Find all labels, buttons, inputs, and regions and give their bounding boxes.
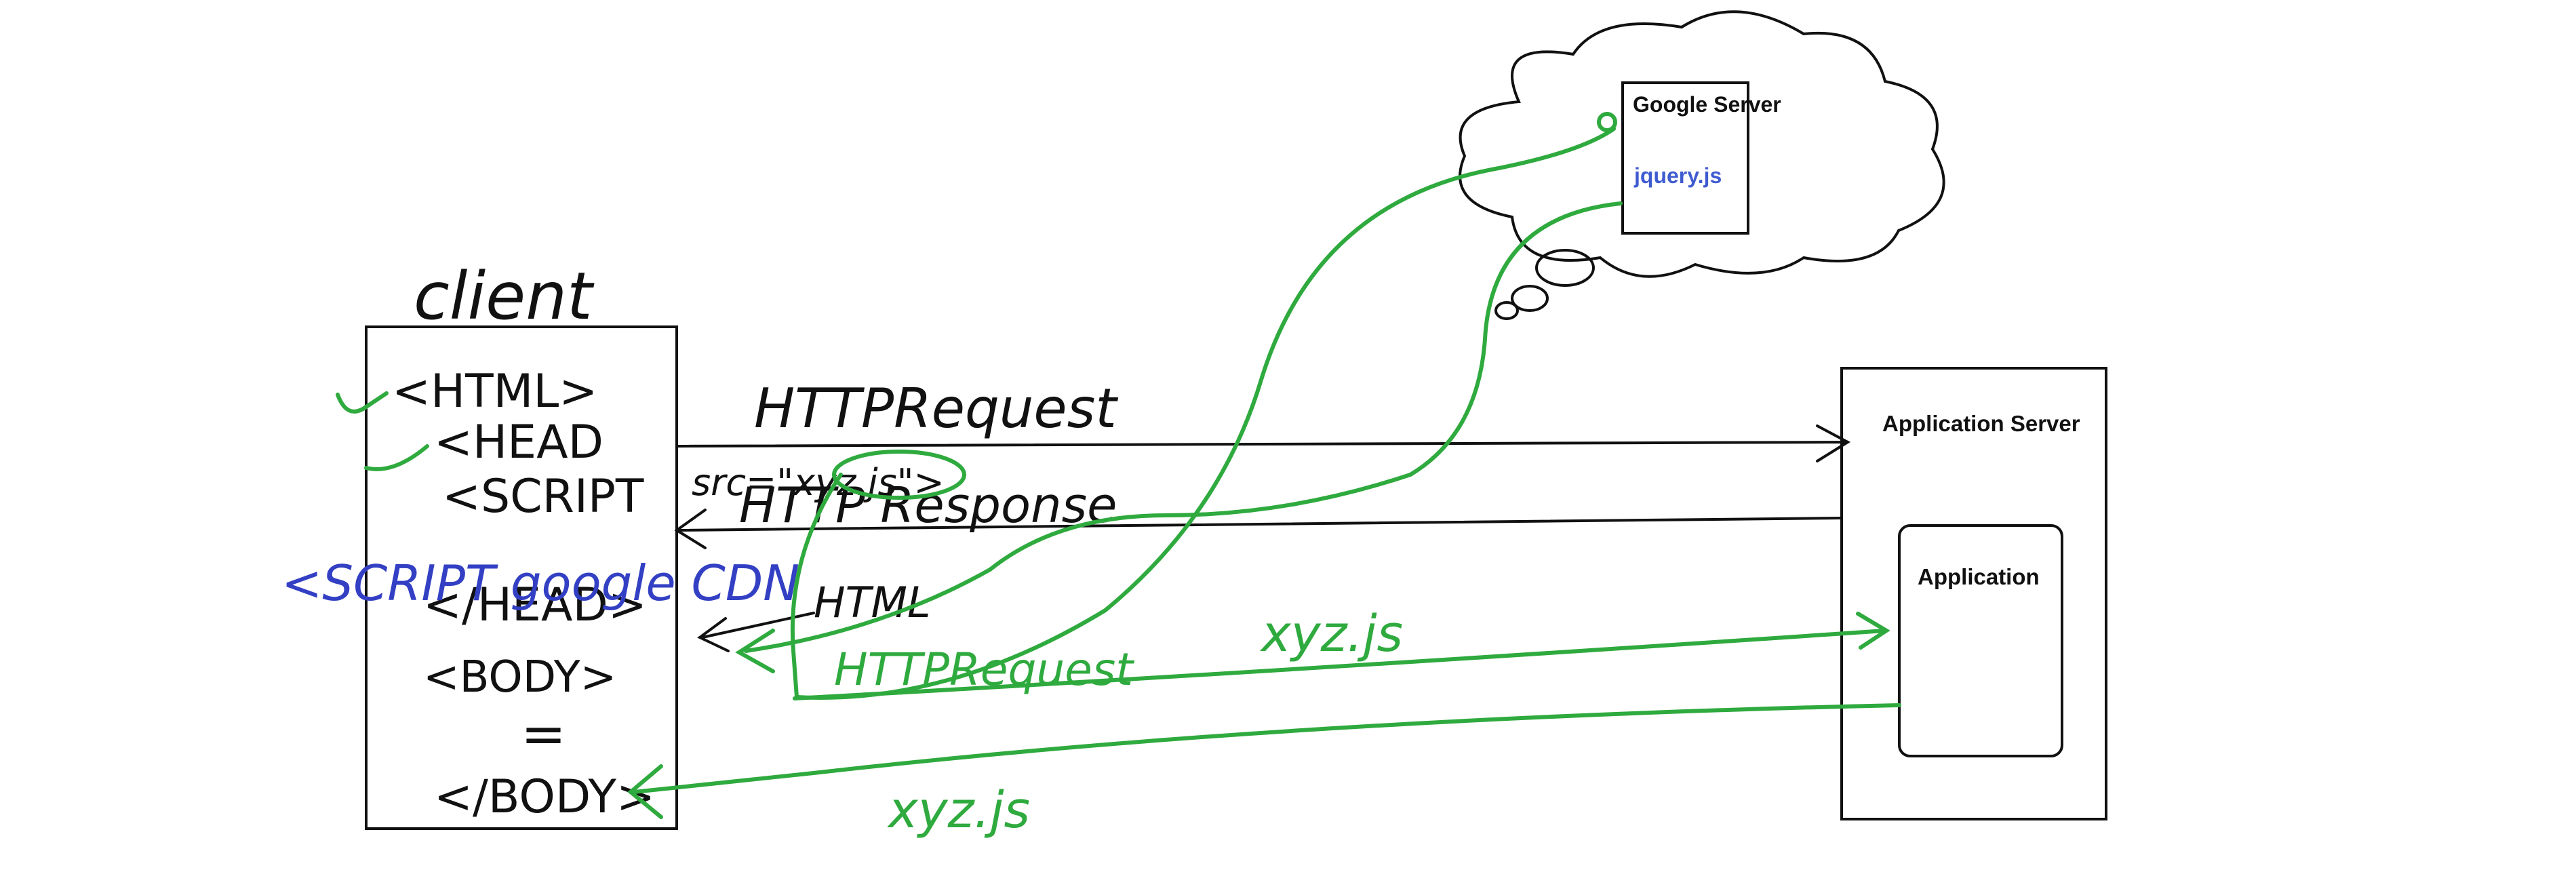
- html-return-arrow: [697, 612, 815, 652]
- application-server-box: [1840, 367, 2107, 820]
- check-mark-head: [364, 444, 429, 471]
- client-box: [365, 325, 678, 830]
- green-http-request-label: HTTPRequest: [834, 644, 1134, 696]
- jquery-label: jquery.js: [1633, 163, 1722, 188]
- src-highlight-circle: [832, 450, 966, 500]
- client-title: client: [414, 258, 595, 334]
- green-xyz-label-bottom: xyz.js: [887, 781, 1030, 839]
- xyz-request-arrow: [793, 612, 1890, 700]
- google-server-label: Google Server: [1633, 92, 1781, 117]
- code-html-open: <HTML>: [392, 365, 597, 418]
- html-response-label: HTML: [814, 578, 931, 627]
- http-response-label: HTTP Response: [739, 477, 1117, 534]
- http-request-label: HTTPRequest: [754, 377, 1118, 440]
- google-server-box: [1621, 81, 1749, 235]
- application-box: [1898, 524, 2063, 757]
- cloud-shape: [1459, 10, 1945, 320]
- check-mark-html: [336, 391, 389, 414]
- code-body-open: <BODY>: [423, 652, 616, 702]
- google-request-flow-end: [1597, 112, 1617, 132]
- http-request-arrow: [675, 424, 1850, 462]
- application-server-label: Application Server: [1882, 411, 2080, 436]
- code-body-content: =: [521, 702, 566, 766]
- code-body-close: </BODY>: [434, 770, 655, 824]
- code-script: <SCRIPT: [442, 470, 644, 523]
- http-response-arrow: [674, 509, 1843, 549]
- xyz-response-arrow: [627, 703, 1901, 819]
- code-head-close: </HEAD>: [423, 578, 647, 632]
- google-cdn-annotation: <SCRIPT google CDN: [281, 555, 799, 612]
- jquery-response-flow: [735, 201, 1623, 673]
- code-head-open: <HEAD: [434, 416, 603, 469]
- application-label: Application: [1918, 564, 2040, 589]
- google-request-flow: [790, 127, 1616, 700]
- green-xyz-label-top: xyz.js: [1260, 605, 1403, 663]
